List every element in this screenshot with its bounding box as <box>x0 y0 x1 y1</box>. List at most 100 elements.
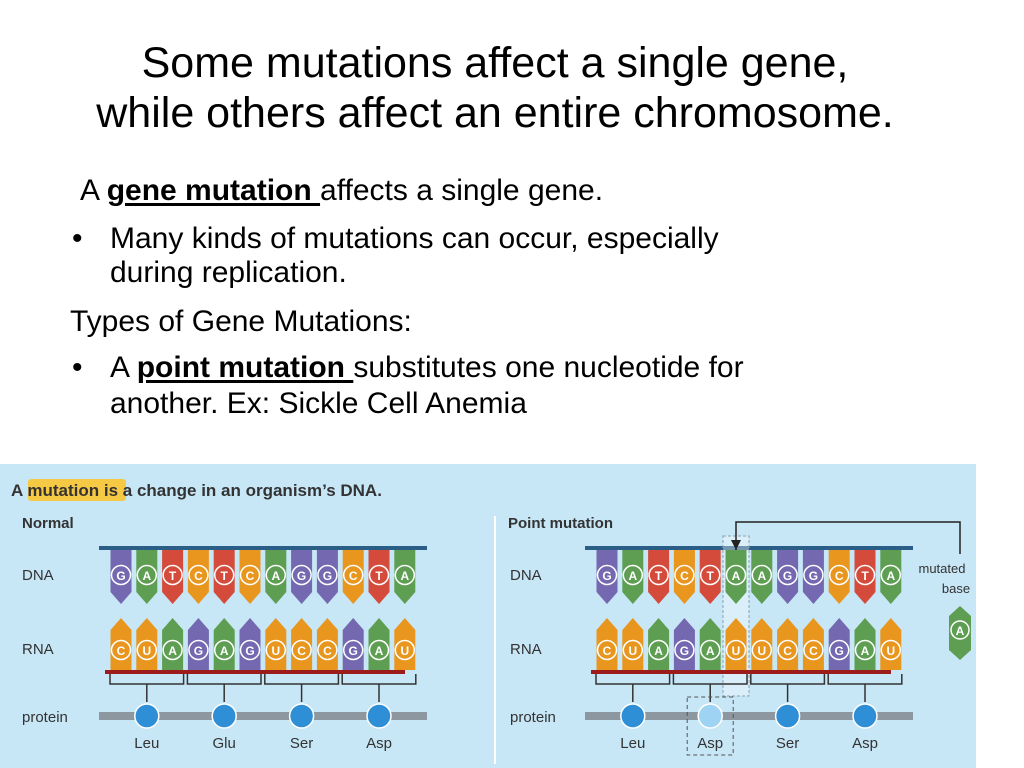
mutant-dna-base-circle <box>725 564 747 586</box>
normal-rna-base-letter: G <box>194 644 203 658</box>
bullet-1-line-1: Many kinds of mutations can occur, espec… <box>110 222 719 255</box>
normal-dna-base-circle <box>317 564 338 586</box>
normal-rna-base-letter: C <box>323 644 332 658</box>
mutant-rna-strand <box>591 670 891 674</box>
mutant-rna-base-letter: C <box>783 644 792 658</box>
normal-dna-base-circle <box>110 564 132 586</box>
mutant-rna-base-circle <box>880 639 902 661</box>
mutated-label-line-1: mutated <box>919 561 966 576</box>
normal-dna-base-circle <box>136 564 158 586</box>
mutant-rna-base-circle <box>828 639 850 661</box>
mutant-rna-base-letter: U <box>628 644 637 658</box>
mutant-dna-base-circle <box>596 564 618 586</box>
normal-rna-base-circle <box>239 639 261 661</box>
normal-dna-base-circle <box>239 564 261 586</box>
mutant-rna-base-letter: A <box>654 644 663 658</box>
mutant-dna-base-circle <box>880 564 902 586</box>
normal-dna-base-letter: T <box>375 569 383 583</box>
mutant-dna-base-letter: T <box>707 569 715 583</box>
mutant-rna-base-circle <box>725 639 747 661</box>
mutant-amino-acid <box>852 703 878 729</box>
mutant-dna-base-letter: G <box>602 569 611 583</box>
mutant-rna-base-letter: A <box>706 644 715 658</box>
mutated-base-letter: A <box>956 624 965 638</box>
mutant-dna-base-letter: A <box>732 569 741 583</box>
normal-rna-base-letter: G <box>245 644 254 658</box>
normal-rna-base-circle <box>188 639 209 661</box>
mutant-rna-base-circle <box>854 639 876 661</box>
mutant-rna-base-letter: G <box>680 644 689 658</box>
normal-title: Normal <box>22 515 74 532</box>
mutant-amino-acid <box>620 703 646 729</box>
figure-header: A mutation is a change in an organism’s … <box>11 481 382 500</box>
mutant-amino-acid-label: Leu <box>620 735 645 752</box>
mutant-rna-base-letter: C <box>809 644 818 658</box>
mutant-rna-base-letter: U <box>732 644 741 658</box>
mutant-rna-base-circle <box>777 639 798 661</box>
mutant-dna-base-letter: C <box>835 569 844 583</box>
normal-dna-base-letter: G <box>116 569 125 583</box>
mutant-rna-base-letter: C <box>603 644 612 658</box>
normal-amino-acid-label: Ser <box>290 735 313 752</box>
intro-prefix: A <box>80 174 107 207</box>
bullet-2-line-1: A point mutation substitutes one nucleot… <box>110 351 744 385</box>
mutated-label-line-2: base <box>942 581 970 596</box>
normal-rna-base-circle <box>394 639 416 661</box>
header-highlight-box <box>28 479 126 501</box>
point-mutation-term: point mutation <box>136 351 354 384</box>
slide-title: Some mutations affect a single gene, whi… <box>0 38 990 138</box>
normal-protein-backbone <box>99 712 427 720</box>
normal-dna-base-letter: G <box>297 569 306 583</box>
normal-rna-label: RNA <box>22 641 54 658</box>
mutant-rna-base-letter: U <box>757 644 766 658</box>
bullet-2-prefix: A <box>110 351 137 384</box>
normal-rna-base-circle <box>110 639 132 661</box>
normal-dna-base-letter: C <box>246 569 255 583</box>
normal-rna-base-letter: U <box>142 644 151 658</box>
normal-dna-base-circle <box>162 564 183 586</box>
mutant-amino-acid-label: Asp <box>697 735 723 752</box>
mutant-rna-base-circle <box>674 639 695 661</box>
bullet-1-marker: • <box>72 222 83 255</box>
mutant-dna-base-circle <box>828 564 850 586</box>
normal-amino-acid <box>134 703 160 729</box>
mutant-dna-base-letter: A <box>757 569 766 583</box>
bullet-2-suffix: substitutes one nucleotide for <box>353 351 744 384</box>
mutant-dna-base-letter: G <box>809 569 818 583</box>
normal-amino-acid-label: Asp <box>366 735 392 752</box>
mutant-rna-base-circle <box>751 639 773 661</box>
mutant-dna-base-circle <box>622 564 644 586</box>
mutant-dna-base-letter: T <box>861 569 869 583</box>
mutated-base-circle <box>950 620 970 640</box>
mutant-protein-label: protein <box>510 709 556 726</box>
mutant-dna-base-letter: C <box>680 569 689 583</box>
normal-rna-base-letter: C <box>297 644 306 658</box>
normal-dna-base-letter: A <box>400 569 409 583</box>
normal-dna-base-circle <box>394 564 416 586</box>
normal-dna-backbone <box>99 546 427 550</box>
normal-dna-base-circle <box>213 564 235 586</box>
mutant-rna-base-circle <box>648 639 669 661</box>
mutant-dna-base-letter: G <box>783 569 792 583</box>
normal-dna-base-circle <box>368 564 390 586</box>
normal-rna-base-letter: U <box>271 644 280 658</box>
normal-amino-acid <box>211 703 237 729</box>
mutant-dna-base-letter: A <box>886 569 895 583</box>
mutant-rna-base-letter: U <box>886 644 895 658</box>
mutant-dna-base-circle <box>803 564 824 586</box>
point-mutation-title: Point mutation <box>508 515 613 532</box>
mutant-dna-label: DNA <box>510 567 542 584</box>
normal-dna-base-letter: C <box>349 569 358 583</box>
normal-dna-label: DNA <box>22 567 54 584</box>
normal-dna-base-letter: A <box>271 569 280 583</box>
normal-amino-acid <box>366 703 392 729</box>
normal-rna-base-letter: C <box>117 644 126 658</box>
mutant-amino-acid-label: Asp <box>852 735 878 752</box>
bullet-2-marker: • <box>72 351 83 384</box>
mutant-rna-base-circle <box>699 639 721 661</box>
mutant-rna-base-circle <box>803 639 824 661</box>
normal-rna-base-circle <box>265 639 287 661</box>
normal-protein-label: protein <box>22 709 68 726</box>
mutant-rna-base-circle <box>596 639 618 661</box>
normal-dna-base-circle <box>291 564 312 586</box>
